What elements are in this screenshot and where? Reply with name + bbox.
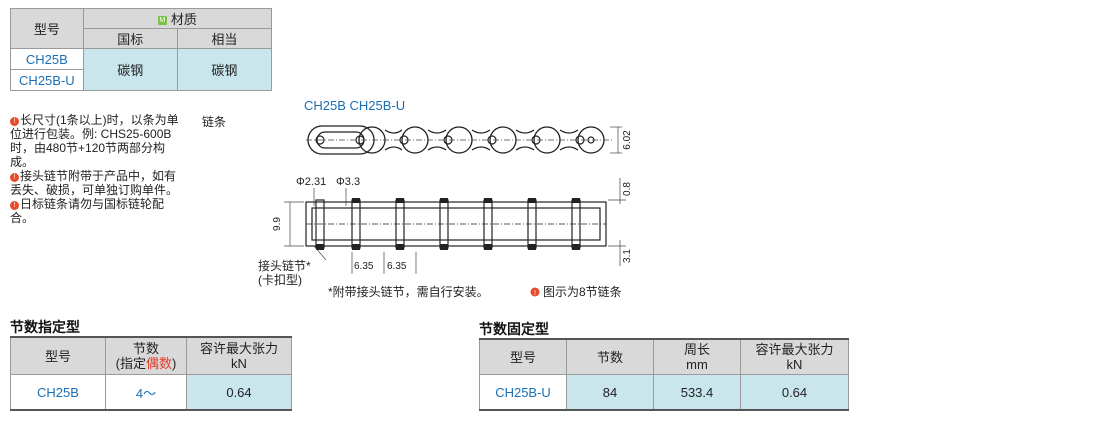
- row-tension: 0.64: [186, 374, 292, 411]
- chain-side-view: [305, 199, 607, 249]
- equiv-header: 相当: [176, 28, 273, 49]
- model-header: 型号: [10, 8, 84, 49]
- link-specified-table: 型号 节数 (指定偶数) 容许最大张力 kN CH25B 4～ 0.64: [10, 336, 292, 411]
- table-row: CH25B-U 84 533.4 0.64: [479, 374, 849, 411]
- row-links: 84: [566, 374, 654, 411]
- dim-33: Φ3.3: [336, 176, 360, 188]
- h-tension: 容许最大张力 kN: [740, 339, 849, 375]
- note-2: !接头链节附带于产品中，如有丢失、破损，可单独订购单件。: [10, 169, 179, 197]
- h-tension: 容许最大张力 kN: [186, 337, 292, 375]
- warning-icon: [530, 287, 540, 297]
- gb-value: 碳钢: [82, 48, 178, 91]
- warning-icon: !: [10, 173, 19, 182]
- warning-icon: !: [10, 117, 19, 126]
- h-links: 节数 (指定偶数): [105, 337, 187, 375]
- note-3: !日标链条请勿与国标链轮配合。: [10, 197, 165, 225]
- h-model: 型号: [10, 337, 106, 375]
- pin-heads: [316, 198, 580, 250]
- table-row: CH25B 4～ 0.64: [10, 374, 292, 411]
- gb-header: 国标: [82, 28, 178, 49]
- chain-drawing: CH25B CH25B-U 6.02 Φ2.31 Φ3.3: [258, 98, 633, 299]
- joint-label: 接头链节*: [258, 258, 311, 273]
- dim-99: 9.9: [272, 217, 283, 231]
- drawing-title: CH25B CH25B-U: [304, 98, 405, 113]
- row-model: CH25B-U: [479, 374, 567, 411]
- footnote: *附带接头链节，需自行安装。: [328, 284, 489, 299]
- h-links: 节数: [566, 339, 654, 375]
- dim-635-b: 6.35: [387, 261, 407, 272]
- material-header: 材质: [170, 12, 197, 27]
- note-1: !长尺寸(1条以上)时，以条为单位进行包装。例: CHS25-600B时，由48…: [10, 113, 179, 169]
- h-model: 型号: [479, 339, 567, 375]
- model-ch25b-u: CH25B-U: [10, 69, 84, 91]
- h-perimeter: 周长 mm: [653, 339, 741, 375]
- dim-635-a: 6.35: [354, 261, 374, 272]
- joint-label-type: (卡扣型): [258, 273, 302, 287]
- section2-title: 节数固定型: [479, 321, 549, 337]
- row-tension: 0.64: [740, 374, 849, 411]
- equiv-value: 碳钢: [176, 48, 273, 91]
- dim-31: 3.1: [622, 249, 633, 263]
- dim-602: 6.02: [622, 130, 633, 150]
- row-model: CH25B: [10, 374, 106, 411]
- material-badge-icon: M: [157, 16, 167, 26]
- section1-title: 节数指定型: [10, 319, 80, 335]
- link-fixed-table: 型号 节数 周长 mm 容许最大张力 kN CH25B-U 84 533.4 0…: [479, 338, 849, 411]
- dim-08: 0.8: [622, 182, 633, 196]
- chain-label: 链条: [202, 115, 227, 129]
- warning-icon-glyph: !: [534, 290, 536, 297]
- model-ch25b: CH25B: [10, 48, 84, 70]
- row-perimeter: 533.4: [653, 374, 741, 411]
- warning-icon: !: [10, 201, 19, 210]
- row-links: 4～: [105, 374, 187, 411]
- dim-231: Φ2.31: [296, 176, 326, 188]
- footnote-2: 图示为8节链条: [543, 284, 622, 299]
- notes: !长尺寸(1条以上)时，以条为单位进行包装。例: CHS25-600B时，由48…: [10, 113, 180, 225]
